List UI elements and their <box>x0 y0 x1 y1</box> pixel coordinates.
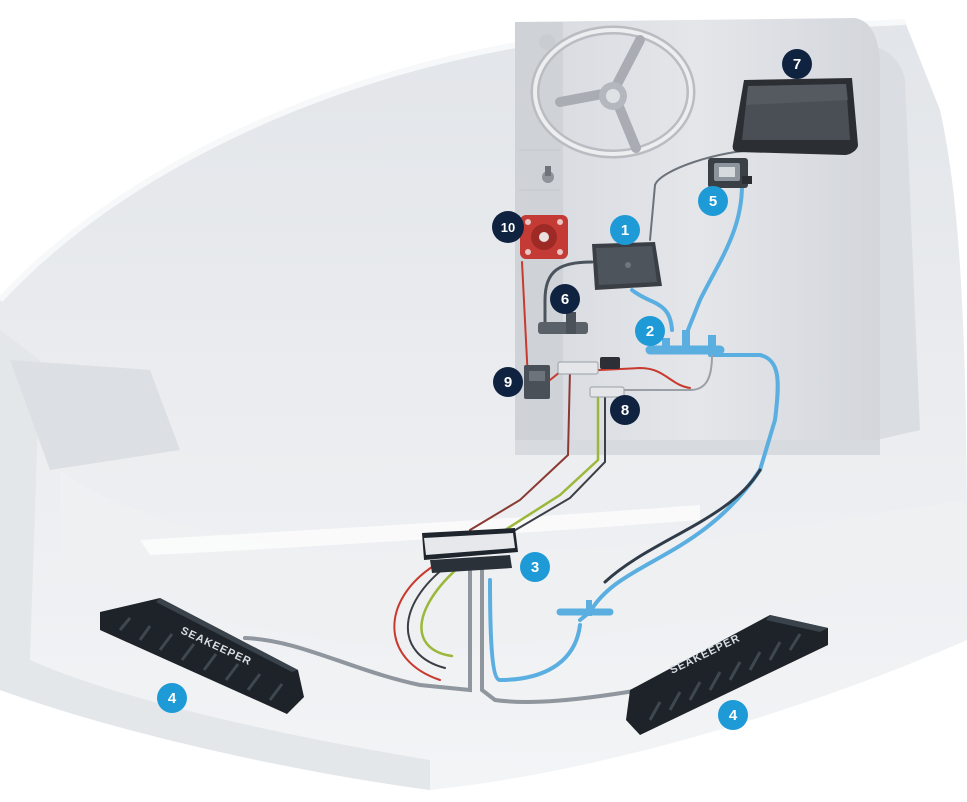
callout-3: 3 <box>520 552 550 582</box>
callout-1-label: 1 <box>621 222 629 239</box>
control-switch-unit <box>708 158 752 188</box>
callout-6: 6 <box>550 284 580 314</box>
callout-7-label: 7 <box>793 56 801 73</box>
callout-10: 10 <box>492 211 524 243</box>
callout-4-starboard: 4 <box>718 700 748 730</box>
steering-wheel <box>530 25 696 159</box>
callout-4-starboard-label: 4 <box>729 707 738 724</box>
display-unit <box>732 78 858 155</box>
callout-7: 7 <box>782 49 812 79</box>
callout-3-label: 3 <box>531 559 539 576</box>
callout-5-label: 5 <box>709 193 717 210</box>
callout-10-label: 10 <box>501 220 515 235</box>
callout-1: 1 <box>610 215 640 245</box>
power-t-connector-unit <box>538 312 588 334</box>
bus-bar-units <box>557 357 625 398</box>
callout-8-label: 8 <box>621 402 629 419</box>
callout-4-port: 4 <box>157 683 187 713</box>
battery-switch-unit <box>520 215 568 259</box>
callout-8: 8 <box>610 395 640 425</box>
ignition-key <box>542 166 554 183</box>
controller-unit <box>592 242 662 290</box>
power-cables <box>393 261 691 681</box>
callout-4-port-label: 4 <box>168 690 177 707</box>
network-terminator <box>556 600 614 616</box>
junction-box-unit <box>422 528 518 573</box>
network-cables <box>488 183 780 683</box>
callout-2: 2 <box>635 316 665 346</box>
blade-cables <box>243 563 642 704</box>
breaker-unit <box>524 365 550 399</box>
callout-2-label: 2 <box>646 323 654 340</box>
callout-9: 9 <box>493 367 523 397</box>
callout-5: 5 <box>698 186 728 216</box>
callout-9-label: 9 <box>504 374 512 391</box>
network-t-connector-unit <box>645 330 725 355</box>
callout-6-label: 6 <box>561 291 569 308</box>
